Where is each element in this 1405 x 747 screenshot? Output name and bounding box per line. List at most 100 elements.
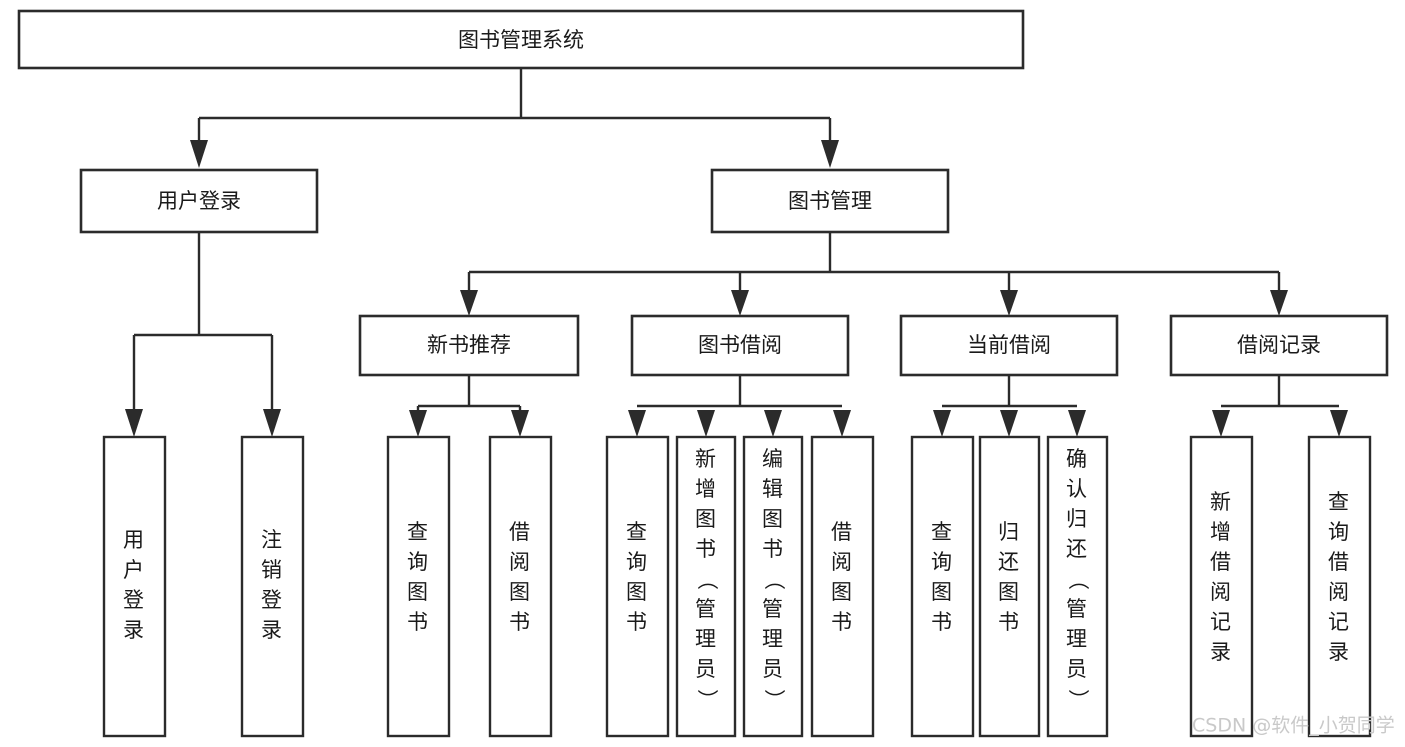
vertical-char: 图: [931, 580, 953, 604]
vertical-char: 图: [407, 580, 429, 604]
arrowhead-leaf-query-record: [1330, 410, 1348, 437]
vertical-char: 员: [762, 657, 784, 681]
node-borrow-record-label: 借阅记录: [1237, 333, 1321, 357]
connector-book-borrow-to-leaves: [628, 375, 851, 437]
leaf-return-book-box[interactable]: [978, 435, 1041, 738]
node-current-borrow-label: 当前借阅: [967, 333, 1051, 357]
vertical-char: 理: [695, 627, 717, 651]
vertical-char: ）: [762, 689, 786, 711]
arrowhead-leaf-confirm-return: [1068, 410, 1086, 437]
node-borrow-record[interactable]: 借阅记录: [1169, 314, 1389, 377]
vertical-char: （: [762, 569, 786, 591]
vertical-char: 销: [261, 558, 283, 582]
vertical-char: （: [695, 569, 719, 591]
node-borrow-record-box[interactable]: [1169, 314, 1389, 377]
node-book-borrow[interactable]: 图书借阅: [630, 314, 850, 377]
connector-user-login-to-leaves: [125, 232, 281, 437]
node-book-management-label: 图书管理: [788, 189, 872, 213]
vertical-char: 户: [123, 558, 145, 582]
vertical-char: 查: [626, 520, 648, 544]
node-book-management[interactable]: 图书管理: [710, 168, 950, 234]
vertical-char: 辑: [762, 477, 784, 501]
leaf-query-book-3-box[interactable]: [910, 435, 975, 738]
leaf-query-book-1-box[interactable]: [386, 435, 451, 738]
arrowhead-current-borrow: [1000, 290, 1018, 316]
leaf-user-login-box[interactable]: [102, 435, 167, 738]
arrowhead-book-management: [821, 140, 839, 168]
vertical-char: 查: [407, 520, 429, 544]
connector-root-to-level2: [190, 68, 839, 168]
vertical-char: 阅: [831, 550, 853, 574]
leaf-user-login[interactable]: 用户登录: [102, 435, 167, 738]
arrowhead-leaf-borrow-book-2: [833, 410, 851, 437]
node-new-book-recommend[interactable]: 新书推荐: [358, 314, 580, 377]
node-user-login[interactable]: 用户登录: [79, 168, 319, 234]
leaf-query-book-2-box[interactable]: [605, 435, 670, 738]
node-book-management-box[interactable]: [710, 168, 950, 234]
node-current-borrow-box[interactable]: [899, 314, 1119, 377]
vertical-char: 还: [1066, 537, 1088, 561]
connector-borrow-record-to-leaves: [1212, 375, 1348, 437]
connector-new-book-recommend-to-leaves: [409, 375, 529, 437]
vertical-char: 还: [998, 550, 1020, 574]
csdn-watermark: CSDN @软件_小贺同学: [1192, 715, 1395, 737]
vertical-char: 记: [1328, 610, 1350, 634]
vertical-char: 书: [998, 610, 1020, 634]
vertical-char: （: [1066, 569, 1090, 591]
leaf-borrow-book-2-box[interactable]: [810, 435, 875, 738]
vertical-char: 图: [695, 507, 717, 531]
leaf-add-book-box[interactable]: [675, 435, 737, 738]
vertical-char: 确: [1066, 447, 1088, 471]
vertical-char: 录: [123, 618, 145, 642]
vertical-char: 新: [1210, 490, 1232, 514]
node-user-login-box[interactable]: [79, 168, 319, 234]
vertical-char: 员: [1066, 657, 1088, 681]
node-current-borrow[interactable]: 当前借阅: [899, 314, 1119, 377]
vertical-char: 用: [123, 528, 145, 552]
vertical-char: 查: [931, 520, 953, 544]
arrowhead-leaf-return-book: [1000, 410, 1018, 437]
vertical-char: 新: [695, 447, 717, 471]
leaf-edit-book-box[interactable]: [742, 435, 804, 738]
vertical-char: 借: [1210, 550, 1232, 574]
node-book-borrow-box[interactable]: [630, 314, 850, 377]
leaf-borrow-book-1-box[interactable]: [488, 435, 553, 738]
vertical-char: 借: [831, 520, 853, 544]
arrowhead-book-borrow: [731, 290, 749, 316]
connector-book-management-to-level3: [460, 232, 1288, 316]
vertical-char: 管: [762, 597, 784, 621]
vertical-char: 归: [998, 520, 1020, 544]
arrowhead-new-book-recommend: [460, 290, 478, 316]
leaf-add-record-box[interactable]: [1189, 435, 1254, 738]
vertical-char: 录: [1210, 640, 1232, 664]
vertical-char: 增: [695, 477, 717, 501]
leaf-query-record-box[interactable]: [1307, 435, 1372, 738]
vertical-char: 书: [831, 610, 853, 634]
node-root-box[interactable]: [17, 9, 1025, 70]
node-new-book-recommend-box[interactable]: [358, 314, 580, 377]
vertical-char: 书: [695, 537, 717, 561]
leaf-confirm-return-box[interactable]: [1046, 435, 1109, 738]
leaf-logout-box[interactable]: [240, 435, 305, 738]
node-root[interactable]: 图书管理系统: [17, 9, 1025, 70]
